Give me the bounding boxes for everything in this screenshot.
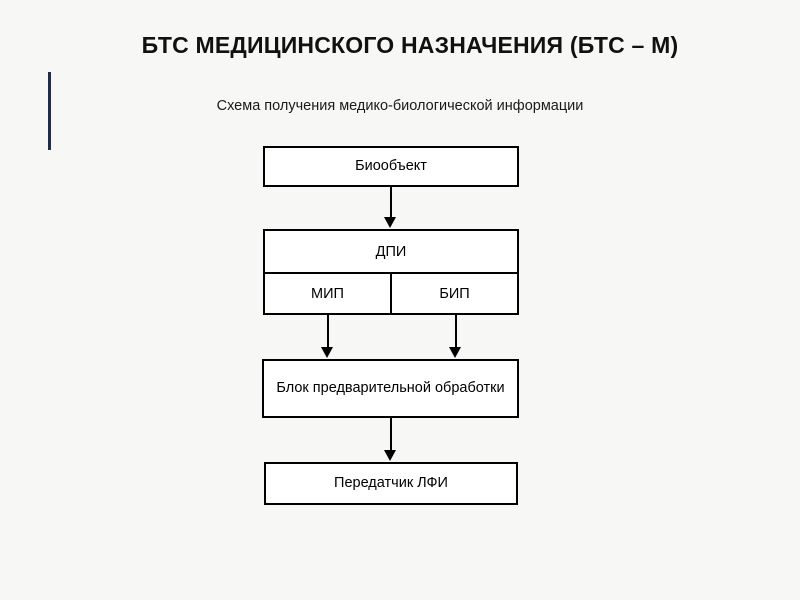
flow-node-bip-label: БИП [439,285,470,302]
connector-bip-to-preproc-line [455,315,457,348]
flow-node-dpi[interactable]: ДПИ [265,231,517,274]
accent-bar [48,72,51,150]
flow-node-bioobject-label: Биообъект [355,158,427,175]
connector-bip-to-preproc-arrowhead-icon [449,347,461,358]
flow-node-preprocessing-label: Блок предварительной обработки [276,380,505,397]
flow-node-transmitter[interactable]: Передатчик ЛФИ [264,462,518,505]
connector-mip-to-preproc-line [327,315,329,348]
connector-bioobject-to-dpi-line [390,187,392,218]
preprocessing-overflow-mask [519,359,559,418]
flow-node-preprocessing[interactable]: Блок предварительной обработки [262,359,519,418]
page-title: БТС МЕДИЦИНСКОГО НАЗНАЧЕНИЯ (БТС – М) [141,32,679,58]
flow-node-dpi-label: ДПИ [375,243,407,260]
flow-node-bip[interactable]: БИП [392,274,517,313]
connector-mip-to-preproc-arrowhead-icon [321,347,333,358]
page-subtitle: Схема получения медико-биологической инф… [216,98,584,114]
flow-node-mip[interactable]: МИП [265,274,392,313]
connector-preproc-to-transmitter-arrowhead-icon [384,450,396,461]
connector-preproc-to-transmitter-line [390,418,392,451]
flow-node-bioobject[interactable]: Биообъект [263,146,519,187]
flow-node-dpi-block[interactable]: ДПИ МИП БИП [263,229,519,315]
connector-bioobject-to-dpi-arrowhead-icon [384,217,396,228]
flow-node-transmitter-label: Передатчик ЛФИ [334,475,448,492]
flow-node-mip-label: МИП [311,285,344,302]
flow-node-dpi-subrow: МИП БИП [265,274,517,313]
preprocessing-right-border [517,359,519,418]
